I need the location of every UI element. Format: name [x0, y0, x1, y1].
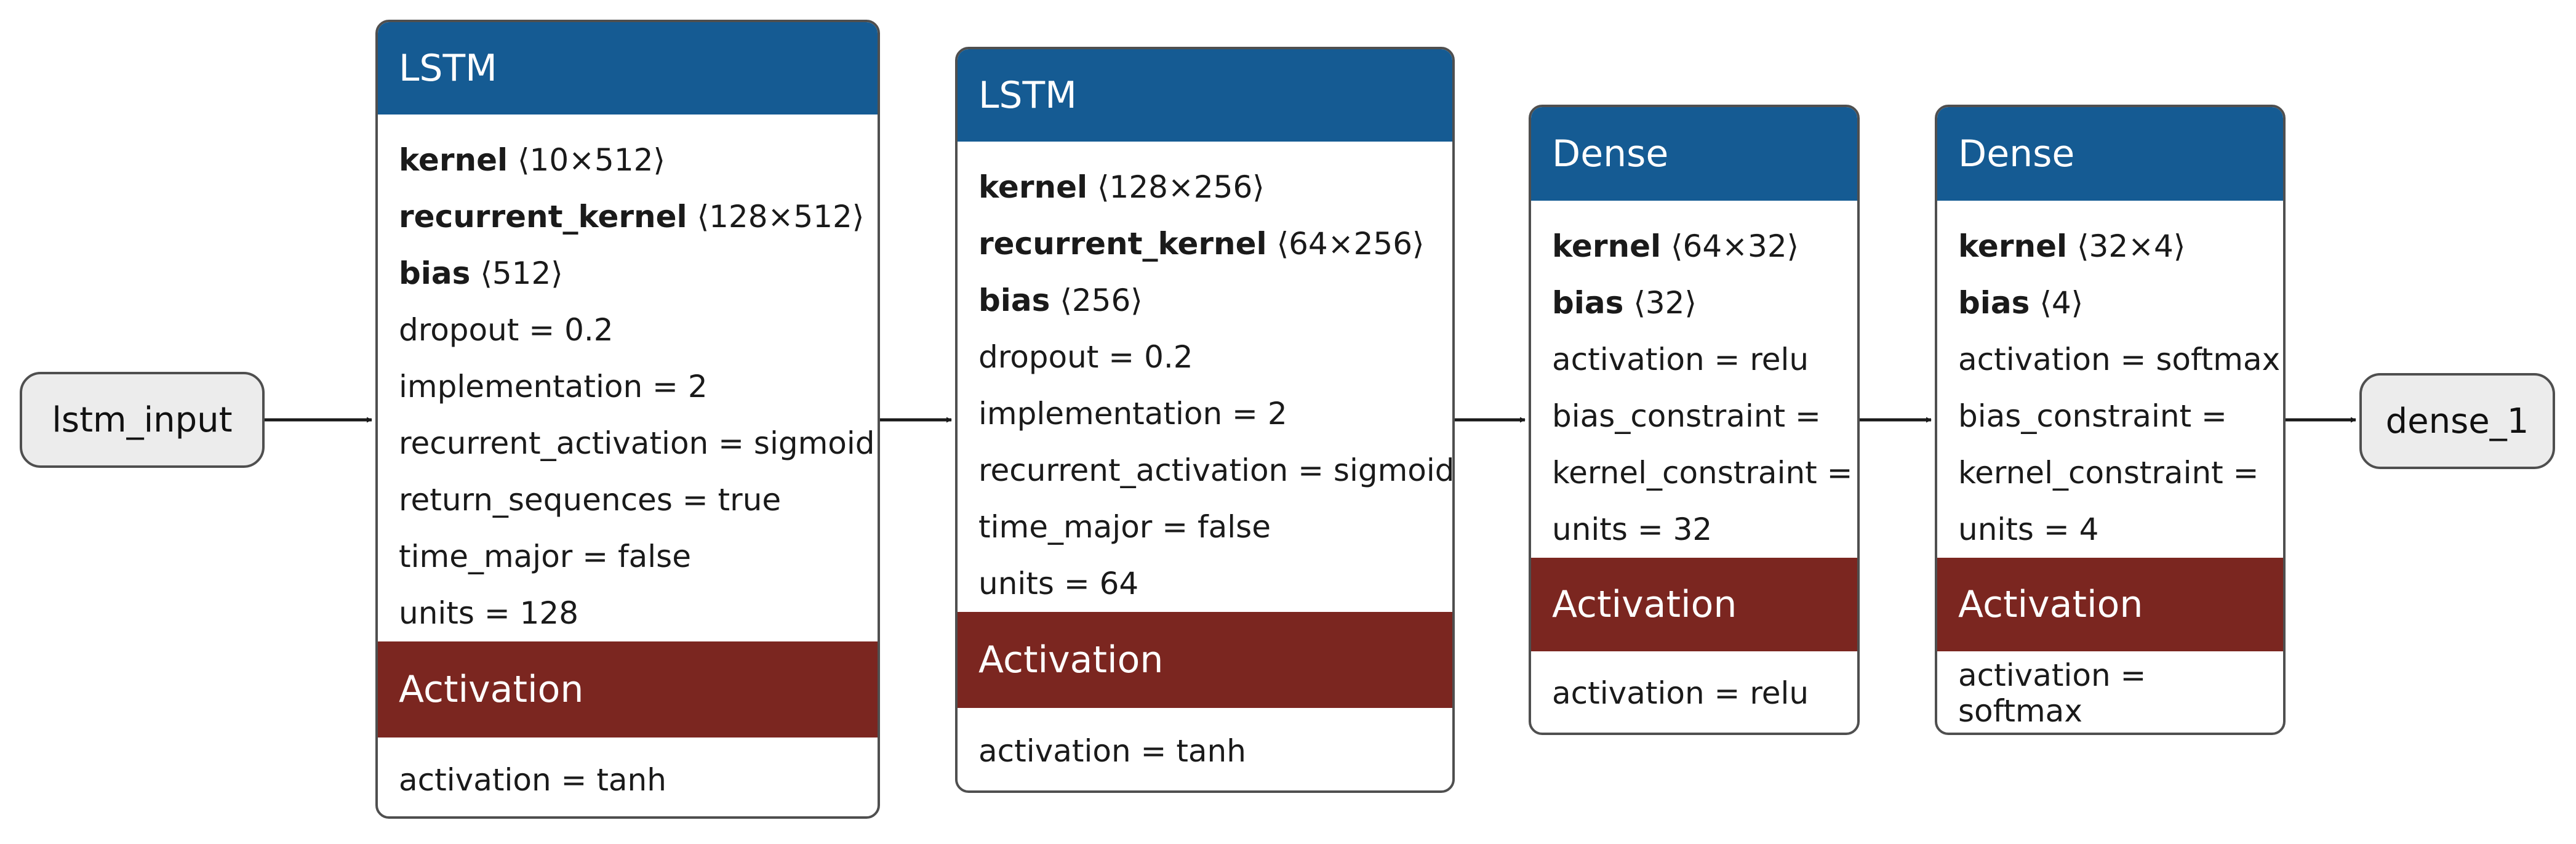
layer-header: Dense [1531, 107, 1857, 201]
attribute-row: activation = relu [1552, 342, 1809, 377]
activation-body: activation = relu [1531, 651, 1857, 733]
attribute-row: bias ⟨256⟩ [978, 283, 1143, 318]
attribute-row: time_major = false [978, 509, 1271, 545]
activation-body: activation = tanh [378, 737, 878, 816]
activation-value: activation = softmax [1958, 657, 2146, 729]
activation-header: Activation [1531, 558, 1857, 651]
activation-header: Activation [378, 641, 878, 737]
attribute-row: implementation = 2 [978, 396, 1287, 432]
attribute-row: activation = softmax [1958, 342, 2281, 377]
output-node[interactable]: dense_1 [2359, 373, 2555, 469]
attribute-row: recurrent_kernel ⟨64×256⟩ [978, 226, 1425, 262]
attribute-row: recurrent_activation = sigmoid [978, 452, 1455, 488]
attribute-row: recurrent_kernel ⟨128×512⟩ [399, 199, 865, 235]
layer-node-dense-1[interactable]: Dense kernel ⟨64×32⟩ bias ⟨32⟩ activatio… [1529, 105, 1860, 735]
activation-header: Activation [1937, 558, 2283, 651]
activation-title: Activation [978, 638, 1164, 681]
attribute-row: bias_constraint = [1552, 398, 1821, 434]
attribute-list: kernel ⟨128×256⟩ recurrent_kernel ⟨64×25… [958, 142, 1452, 612]
layer-header: LSTM [958, 49, 1452, 142]
activation-header: Activation [958, 612, 1452, 708]
attribute-row: kernel ⟨128×256⟩ [978, 169, 1265, 205]
activation-title: Activation [399, 668, 584, 711]
attribute-row: return_sequences = true [399, 482, 782, 518]
layer-node-dense-2[interactable]: Dense kernel ⟨32×4⟩ bias ⟨4⟩ activation … [1935, 105, 2286, 735]
attribute-row: units = 128 [399, 595, 579, 631]
layer-title: LSTM [399, 47, 497, 90]
attribute-row: dropout = 0.2 [399, 312, 614, 348]
attribute-row: units = 64 [978, 566, 1139, 601]
layer-header: LSTM [378, 22, 878, 115]
attribute-row: implementation = 2 [399, 369, 708, 404]
attribute-row: bias ⟨32⟩ [1552, 285, 1697, 321]
attribute-row: time_major = false [399, 539, 691, 574]
layer-title: Dense [1552, 132, 1669, 175]
attribute-row: kernel ⟨10×512⟩ [399, 142, 665, 178]
attribute-row: units = 32 [1552, 512, 1713, 547]
attribute-row: bias ⟨512⟩ [399, 255, 563, 291]
attribute-row: kernel ⟨64×32⟩ [1552, 228, 1799, 264]
input-node[interactable]: lstm_input [20, 372, 265, 468]
attribute-row: dropout = 0.2 [978, 339, 1193, 375]
activation-body: activation = tanh [958, 708, 1452, 790]
attribute-row: kernel_constraint = [1958, 455, 2259, 491]
attribute-row: bias ⟨4⟩ [1958, 285, 2084, 321]
layer-header: Dense [1937, 107, 2283, 201]
activation-value: activation = relu [1552, 675, 1809, 711]
activation-value: activation = tanh [399, 762, 666, 798]
activation-title: Activation [1958, 583, 2143, 626]
attribute-row: bias_constraint = [1958, 398, 2227, 434]
layer-node-lstm-2[interactable]: LSTM kernel ⟨128×256⟩ recurrent_kernel ⟨… [955, 47, 1455, 793]
layer-title: LSTM [978, 74, 1077, 117]
attribute-list: kernel ⟨64×32⟩ bias ⟨32⟩ activation = re… [1531, 201, 1857, 558]
layer-title: Dense [1958, 132, 2075, 175]
activation-value: activation = tanh [978, 733, 1246, 769]
attribute-row: recurrent_activation = sigmoid [399, 425, 875, 461]
attribute-list: kernel ⟨32×4⟩ bias ⟨4⟩ activation = soft… [1937, 201, 2283, 558]
input-node-label: lstm_input [52, 400, 233, 440]
attribute-row: kernel ⟨32×4⟩ [1958, 228, 2186, 264]
attribute-row: units = 4 [1958, 512, 2099, 547]
attribute-list: kernel ⟨10×512⟩ recurrent_kernel ⟨128×51… [378, 115, 878, 641]
activation-body: activation = softmax [1937, 651, 2283, 733]
layer-node-lstm-1[interactable]: LSTM kernel ⟨10×512⟩ recurrent_kernel ⟨1… [375, 20, 880, 819]
output-node-label: dense_1 [2385, 401, 2529, 441]
activation-title: Activation [1552, 583, 1737, 626]
attribute-row: kernel_constraint = [1552, 455, 1853, 491]
